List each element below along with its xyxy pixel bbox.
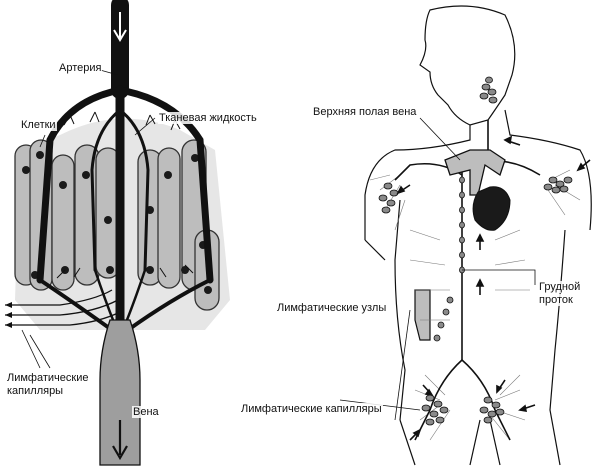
neck-lymph-nodes — [479, 76, 498, 104]
abdominal-lymph-nodes — [433, 296, 454, 342]
inguinal-lymph-nodes-left — [421, 394, 449, 426]
left-leader-lines — [21, 69, 156, 369]
axillary-lymph-nodes-left — [378, 182, 399, 214]
fluid-arrows — [56, 111, 194, 279]
label-cells: Клетки — [20, 119, 57, 131]
label-vein: Вена — [132, 406, 160, 418]
lymph-node-clusters — [378, 76, 573, 426]
cell — [157, 147, 181, 289]
right-leader-lines — [339, 117, 536, 421]
artery-flow-arrow — [113, 12, 127, 42]
left-arm-inner — [414, 289, 431, 341]
inguinal-lymph-nodes-right — [479, 396, 505, 424]
torso-figure — [364, 5, 592, 466]
label-lymph-nodes: Лимфатические узлы — [276, 302, 388, 314]
axillary-lymph-nodes-right — [543, 176, 573, 194]
left-arm-outline — [364, 239, 386, 261]
lymph-flow-arrows-right — [396, 135, 591, 441]
heart — [472, 186, 511, 231]
vein-trunk — [99, 319, 141, 466]
vein-flow-arrow — [112, 420, 128, 461]
label-thoracic-duct-line1: Грудной — [538, 281, 582, 293]
head-outline — [419, 5, 516, 126]
shoulder-outline — [364, 109, 592, 240]
thoracic-chain-nodes — [459, 176, 465, 274]
label-thoracic-duct-line2: проток — [538, 294, 574, 306]
label-superior-vena-cava: Верхняя полая вена — [312, 106, 418, 118]
label-lymph-capillaries-line1: Лимфатические — [6, 372, 90, 384]
legs-outline — [399, 419, 501, 466]
label-lymph-capillaries-right: Лимфатические капилляры — [240, 403, 383, 415]
lymph-capillary-lines — [5, 289, 121, 326]
label-lymph-capillaries-line2: капилляры — [6, 385, 65, 397]
heart-and-vessels — [444, 149, 511, 231]
cell — [51, 154, 75, 291]
torso-right-side — [549, 229, 566, 466]
label-artery: Артерия — [58, 62, 103, 74]
label-tissue-fluid: Тканевая жидкость — [158, 112, 258, 124]
lymph-flow-arrows-left — [5, 302, 12, 328]
superior-vena-cava — [444, 149, 506, 196]
torso-left-side — [394, 199, 406, 421]
capillary-bed-figure — [5, 0, 230, 466]
cell-nuclei — [22, 151, 212, 294]
